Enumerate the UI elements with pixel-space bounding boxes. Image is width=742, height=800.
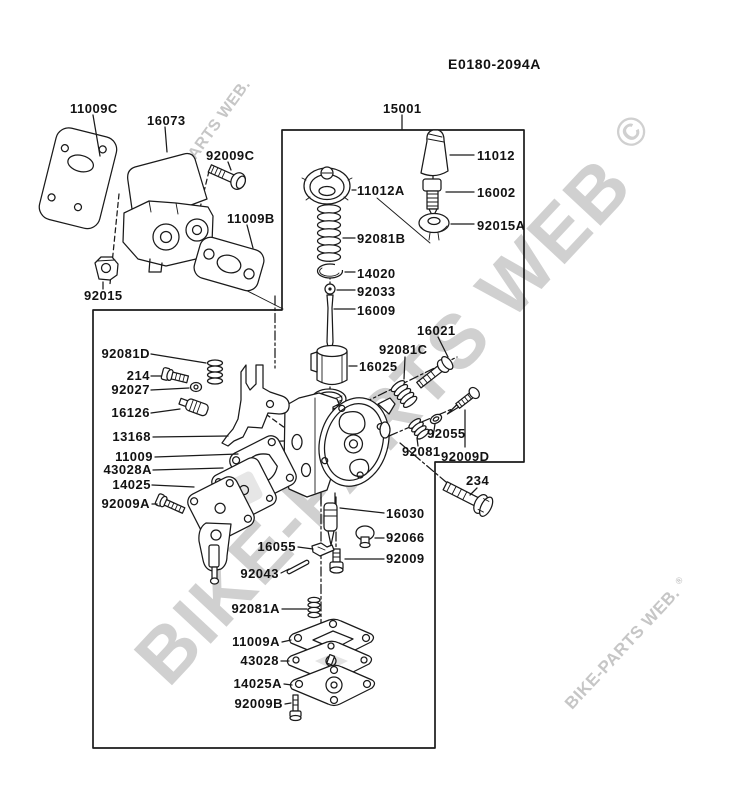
part-label-92033: 92033 — [357, 284, 396, 299]
part-label-11009a: 11009A — [232, 634, 280, 649]
part-label-16002: 16002 — [477, 185, 516, 200]
part-label-234: 234 — [466, 473, 489, 488]
part-92009b-screw — [289, 694, 302, 722]
part-label-92015: 92015 — [84, 288, 123, 303]
part-16030-valve — [323, 502, 338, 546]
part-92009c-bolt — [207, 164, 247, 190]
part-label-11009b: 11009B — [227, 211, 275, 226]
part-label-92009a: 92009A — [101, 496, 150, 511]
part-92015-nut — [94, 256, 119, 281]
part-label-11012a: 11012A — [357, 183, 405, 198]
part-92081c-spring — [390, 379, 418, 409]
part-label-14025a: 14025A — [233, 676, 282, 691]
part-16002-needle-valve — [422, 178, 442, 218]
part-label-92081b: 92081B — [357, 231, 406, 246]
part-label-16025: 16025 — [359, 359, 398, 374]
part-92009d-screw — [446, 386, 480, 415]
part-11012-cone — [420, 129, 449, 177]
part-14025a-cover — [289, 664, 376, 707]
part-92055-oring — [429, 413, 443, 425]
part-label-43028: 43028 — [240, 653, 279, 668]
part-13168-lever-plate — [221, 364, 290, 447]
part-label-92081a: 92081A — [231, 601, 280, 616]
part-label-14020: 14020 — [357, 266, 396, 281]
part-92081-spring — [408, 418, 430, 440]
part-label-11009: 11009 — [115, 449, 153, 464]
part-label-11009c: 11009C — [70, 101, 118, 116]
leader-lines — [92, 114, 478, 705]
part-label-16126: 16126 — [111, 405, 150, 420]
part-16126-valve — [178, 397, 209, 417]
part-16073-bracket — [122, 152, 214, 273]
part-label-14025: 14025 — [112, 477, 151, 492]
part-label-16073: 16073 — [147, 113, 186, 128]
part-label-92009c: 92009C — [206, 148, 255, 163]
part-92081d-spring — [206, 359, 224, 385]
part-label-43028a: 43028A — [103, 462, 152, 477]
part-label-16021: 16021 — [417, 323, 456, 338]
part-16055-lever — [311, 542, 335, 557]
part-label-92081d: 92081D — [101, 346, 150, 361]
part-label-92009: 92009 — [386, 551, 425, 566]
part-carburetor-body — [283, 388, 396, 505]
part-92015a-washer — [418, 212, 450, 241]
part-214-screw — [160, 367, 190, 384]
part-16021-screw — [416, 355, 454, 389]
part-labels: E0180-2094A 11009C 16073 92009C 11009B 9… — [70, 56, 541, 711]
part-234-bolt — [442, 481, 494, 517]
part-92009a-screw — [154, 493, 186, 514]
part-label-92009b: 92009B — [234, 696, 283, 711]
part-label-214: 214 — [127, 368, 150, 383]
part-92027-collar — [189, 381, 203, 393]
part-label-92009d: 92009D — [441, 449, 490, 464]
part-14020-washer — [316, 263, 344, 279]
part-label-13168: 13168 — [112, 429, 151, 444]
part-label-16009: 16009 — [357, 303, 396, 318]
part-label-92081c: 92081C — [379, 342, 428, 357]
part-label-15001: 15001 — [383, 101, 422, 116]
part-label-92055: 92055 — [427, 426, 466, 441]
part-92009-screw — [329, 548, 344, 574]
part-label-92027: 92027 — [111, 382, 150, 397]
part-92043-pin — [286, 559, 310, 575]
part-92033-clip — [324, 283, 336, 295]
part-92081b-spring — [316, 204, 342, 262]
part-label-16055: 16055 — [257, 539, 296, 554]
part-11009c-gasket — [38, 127, 118, 230]
part-label-92081: 92081 — [402, 444, 441, 459]
part-11009b-gasket — [193, 236, 265, 292]
part-92066-plug — [355, 525, 375, 549]
part-14025-pump-cover — [187, 476, 255, 585]
part-11012a-cap — [301, 166, 353, 205]
part-label-16030: 16030 — [386, 506, 425, 521]
part-label-92015a: 92015A — [477, 218, 526, 233]
drawing-code-label: E0180-2094A — [448, 56, 541, 72]
part-label-92043: 92043 — [240, 566, 279, 581]
part-92081a-spring — [307, 596, 321, 619]
part-16025-cylinder — [310, 344, 348, 386]
part-label-92066: 92066 — [386, 530, 425, 545]
part-label-11012: 11012 — [477, 148, 515, 163]
